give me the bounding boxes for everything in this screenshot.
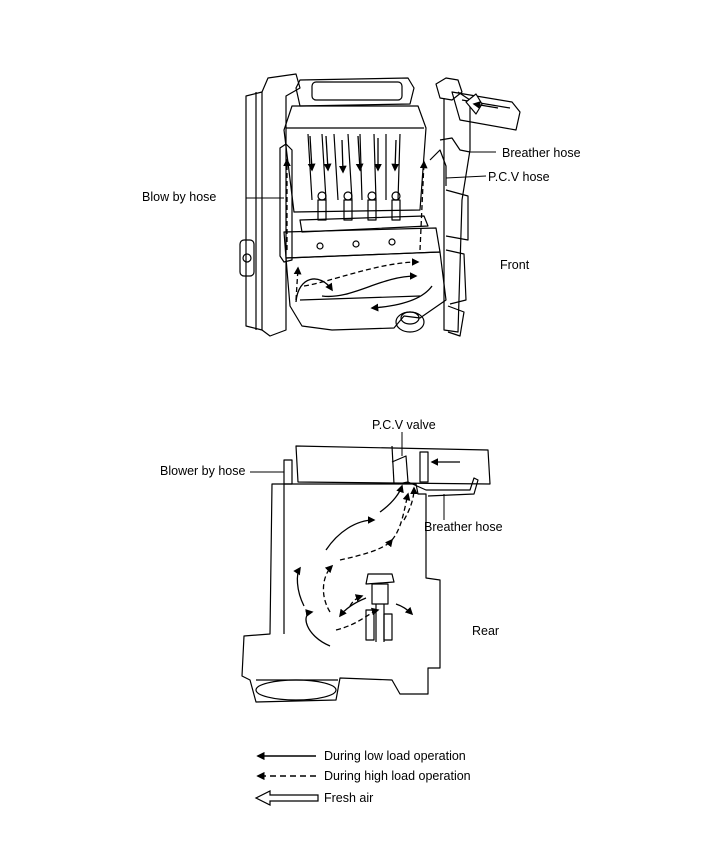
legend-symbols xyxy=(254,751,319,806)
top-leader-lines xyxy=(246,151,496,199)
legend-item-low-load: During low load operation xyxy=(324,749,466,763)
bottom-label-blower-by-hose: Blower by hose xyxy=(160,464,246,478)
bottom-flow-arrows xyxy=(293,458,460,647)
bottom-engine-drawing xyxy=(241,445,491,703)
legend-item-high-load: During high load operation xyxy=(324,769,471,783)
top-engine-drawing xyxy=(239,73,521,337)
top-label-pcv-hose: P.C.V hose xyxy=(488,170,550,184)
bottom-label-breather-hose: Breather hose xyxy=(424,520,503,534)
bottom-label-rear: Rear xyxy=(472,624,500,638)
top-label-breather-hose: Breather hose xyxy=(502,146,581,160)
top-label-blow-by-hose: Blow by hose xyxy=(142,190,217,204)
bottom-leader-lines xyxy=(250,432,445,520)
top-flow-arrows xyxy=(283,101,499,312)
legend-item-fresh-air: Fresh air xyxy=(324,791,374,805)
legend-hollow-arrow-icon xyxy=(254,790,319,806)
bottom-label-pcv-valve: P.C.V valve xyxy=(372,418,436,432)
top-label-front: Front xyxy=(500,258,530,272)
